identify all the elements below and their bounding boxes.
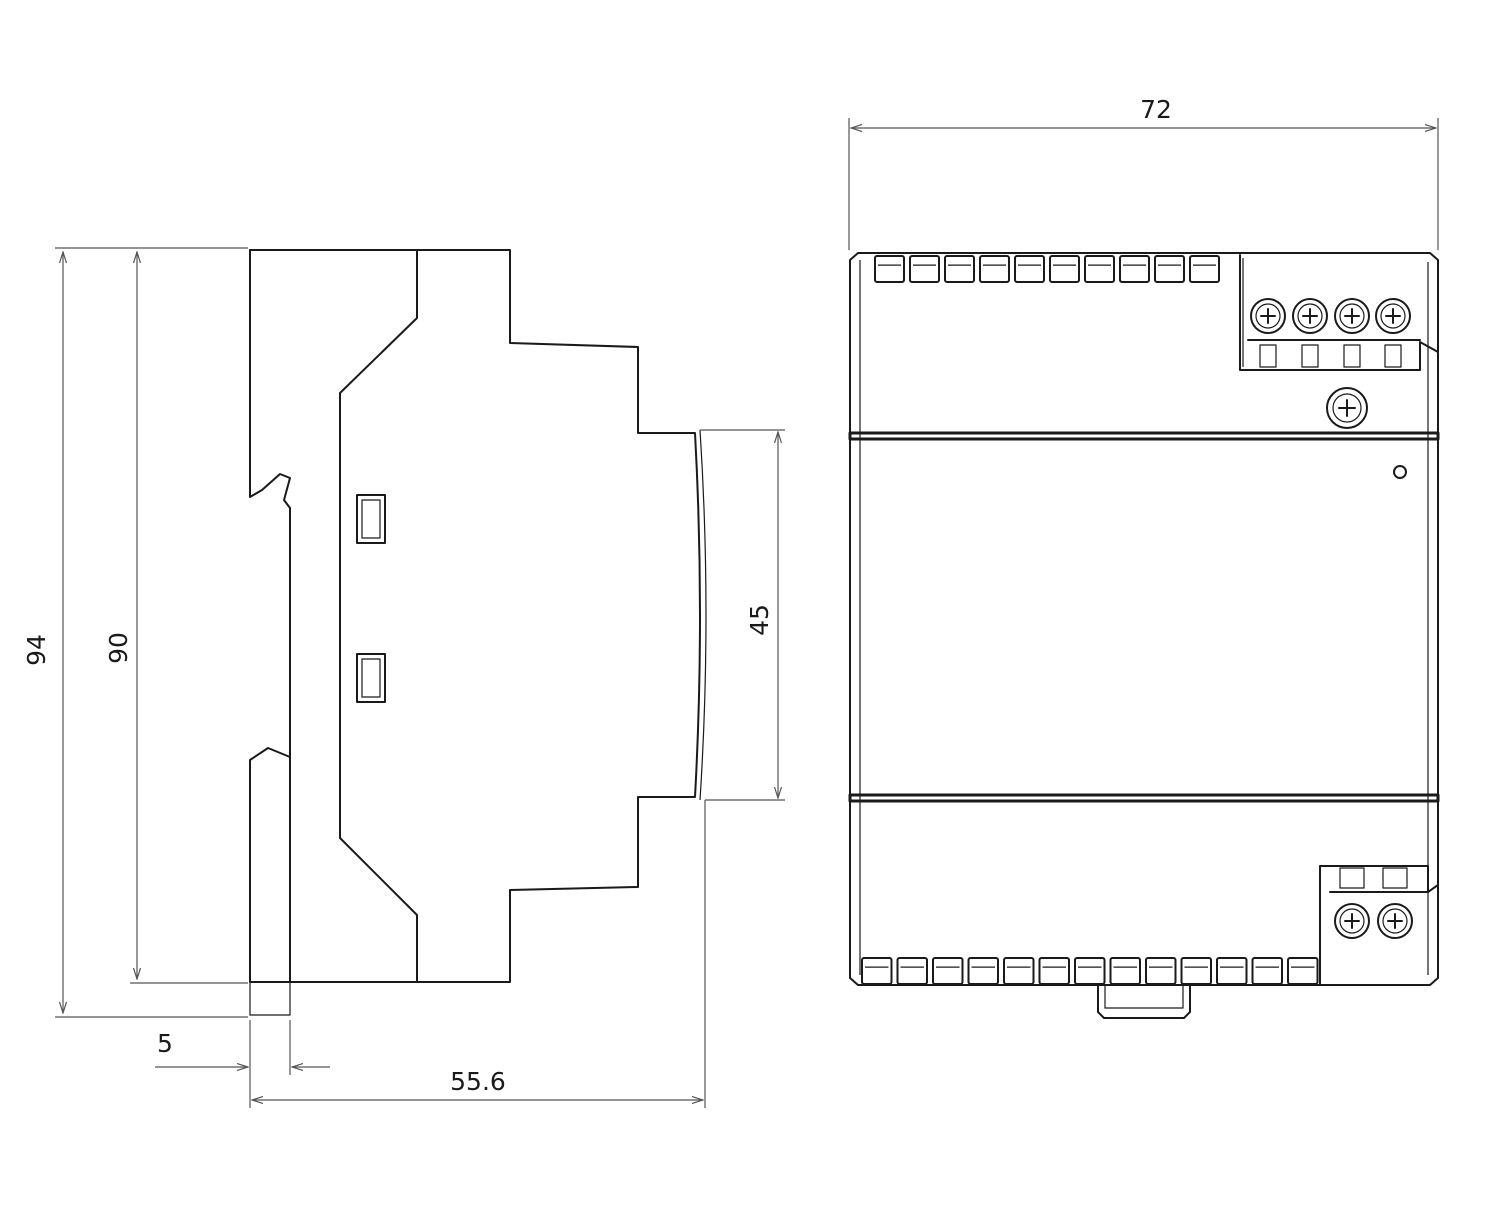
front-dimensions: 72	[848, 95, 1439, 250]
bottom-terminal-block	[1319, 865, 1439, 986]
side-view	[249, 249, 707, 1016]
bottom-vent-slot	[1145, 957, 1177, 985]
top-vent-slot	[1014, 255, 1045, 283]
top-vent-slot	[1154, 255, 1185, 283]
bottom-vent-slot	[1038, 957, 1070, 985]
front-band-top	[848, 431, 1440, 441]
front-face-line	[699, 429, 707, 801]
dim-label-72: 72	[1140, 95, 1172, 124]
bottom-vent-slots	[861, 957, 1319, 985]
bottom-vent-slot	[861, 957, 893, 985]
din-clip-foot	[249, 982, 291, 1016]
front-outline	[849, 252, 1439, 986]
top-vent-slot	[944, 255, 975, 283]
top-vent-slot	[1189, 255, 1220, 283]
side-window-upper	[356, 494, 386, 544]
side-dimensions: 94 90 5 55.6 45	[22, 247, 785, 1108]
side-view-outline	[249, 249, 701, 983]
side-window-lower	[356, 653, 386, 703]
din-latch-tab	[1097, 984, 1191, 1019]
bottom-vent-slot	[1109, 957, 1141, 985]
front-band-bottom	[848, 793, 1440, 803]
top-vent-slot	[1119, 255, 1150, 283]
dim-label-90: 90	[104, 632, 133, 664]
bottom-vent-slot	[1287, 957, 1319, 985]
earth-screw-icon	[1326, 387, 1368, 429]
led-indicator-icon	[1393, 465, 1407, 479]
top-vent-slots	[874, 255, 1220, 283]
top-vent-slot	[1049, 255, 1080, 283]
top-vent-slot	[874, 255, 905, 283]
top-vent-slot	[909, 255, 940, 283]
bottom-vent-slot	[1003, 957, 1035, 985]
bottom-vent-slot	[1074, 957, 1106, 985]
terminal-screw-icon	[1250, 298, 1286, 334]
din-clip-profile	[249, 249, 291, 761]
bottom-vent-slot	[932, 957, 964, 985]
terminal-screw-icon	[1377, 903, 1413, 939]
front-view	[848, 252, 1440, 1019]
dim-label-45: 45	[745, 604, 774, 636]
terminal-screw-icon	[1334, 903, 1370, 939]
chamfer-outline	[339, 249, 418, 983]
terminal-screw-icon	[1292, 298, 1328, 334]
bottom-vent-slot	[1216, 957, 1248, 985]
dim-label-55-6: 55.6	[450, 1067, 506, 1096]
bottom-vent-slot	[1251, 957, 1283, 985]
top-vent-slot	[979, 255, 1010, 283]
bottom-vent-slot	[1180, 957, 1212, 985]
dim-label-5: 5	[157, 1029, 173, 1058]
terminal-screw-icon	[1375, 298, 1411, 334]
dim-label-94: 94	[22, 634, 51, 666]
terminal-screw-icon	[1334, 298, 1370, 334]
bottom-vent-slot	[967, 957, 999, 985]
bottom-vent-slot	[896, 957, 928, 985]
top-vent-slot	[1084, 255, 1115, 283]
top-terminal-block	[1239, 254, 1439, 371]
